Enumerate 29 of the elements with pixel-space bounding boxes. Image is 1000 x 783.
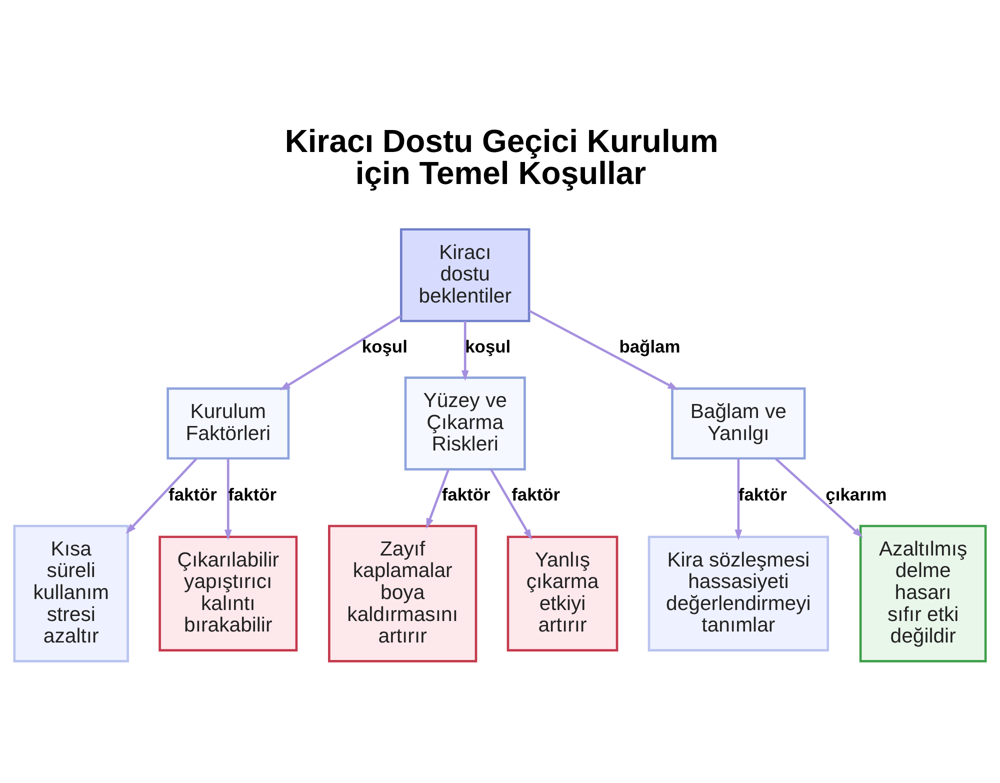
edge-label: bağlam [619,336,680,356]
node-box: Çıkarılabilir yapıştırıcı kalıntı bırakabilir [158,536,298,652]
arrow [426,468,450,529]
edge-label: faktör [738,484,787,505]
edge-label: çıkarım [826,484,887,505]
edge-label: koşul [465,336,511,356]
node-box: Yanlış çıkarma etkiyi artırır [506,536,618,652]
arrow [528,310,678,390]
node-box: Kira sözleşmesi hassasiyeti değerlendirmeyi tanımlar [648,536,829,652]
edge-label: faktör [442,484,490,505]
arrow [126,458,198,534]
edge-label: koşul [362,336,408,356]
arrow [775,458,863,538]
node-box: Bağlam ve Yanılgı [671,387,806,460]
edge-label: faktör [512,484,560,505]
arrow [461,321,469,381]
node-box: Zayıf kaplamalar boya kaldırmasını artırır [328,524,478,662]
arrow [734,458,742,540]
arrow [224,458,232,540]
node-box: Azaltılmış delme hasarı sıfır etki değildir [859,524,987,662]
diagram-title: Kiracı Dostu Geçici Kurulum için Temel Koşullar [284,122,718,191]
edge-label: faktör [168,484,217,505]
arrow [280,315,402,390]
node-box: Yüzey ve Çıkarma Riskleri [404,376,526,470]
node-box: Kurulum Faktörleri [166,387,290,460]
edge-label: faktör [228,484,277,505]
arrow [490,468,532,540]
node-box: Kiracı dostu beklentiler [400,228,530,322]
node-box: Kısa süreli kullanım stresi azaltır [13,524,129,662]
